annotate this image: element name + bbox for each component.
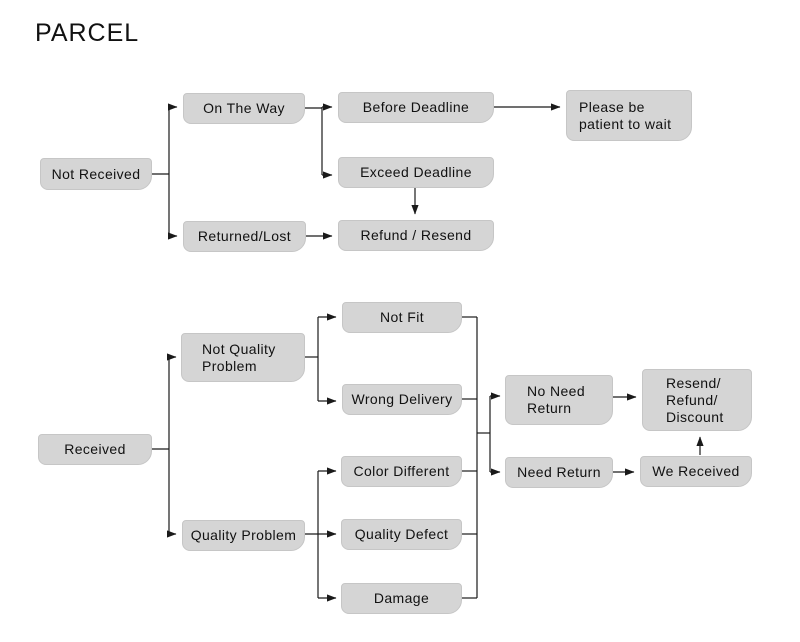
node-returned-lost: Returned/Lost xyxy=(183,221,306,252)
node-color-different: Color Different xyxy=(341,456,462,487)
node-not-quality-problem: Not Quality Problem xyxy=(181,333,305,382)
node-exceed-deadline: Exceed Deadline xyxy=(338,157,494,188)
node-not-received: Not Received xyxy=(40,158,152,190)
node-resend-refund-discount: Resend/ Refund/ Discount xyxy=(642,369,752,431)
node-not-fit: Not Fit xyxy=(342,302,462,333)
node-need-return: Need Return xyxy=(505,457,613,488)
node-we-received: We Received xyxy=(640,456,752,487)
diagram-title: PARCEL xyxy=(35,19,140,47)
node-refund-resend: Refund / Resend xyxy=(338,220,494,251)
node-on-the-way: On The Way xyxy=(183,93,305,124)
node-damage: Damage xyxy=(341,583,462,614)
node-quality-defect: Quality Defect xyxy=(341,519,462,550)
node-before-deadline: Before Deadline xyxy=(338,92,494,123)
node-received: Received xyxy=(38,434,152,465)
node-wrong-delivery: Wrong Delivery xyxy=(342,384,462,415)
node-no-need-return: No Need Return xyxy=(505,375,613,425)
node-quality-problem: Quality Problem xyxy=(182,520,305,551)
node-please-be-patient: Please be patient to wait xyxy=(566,90,692,141)
